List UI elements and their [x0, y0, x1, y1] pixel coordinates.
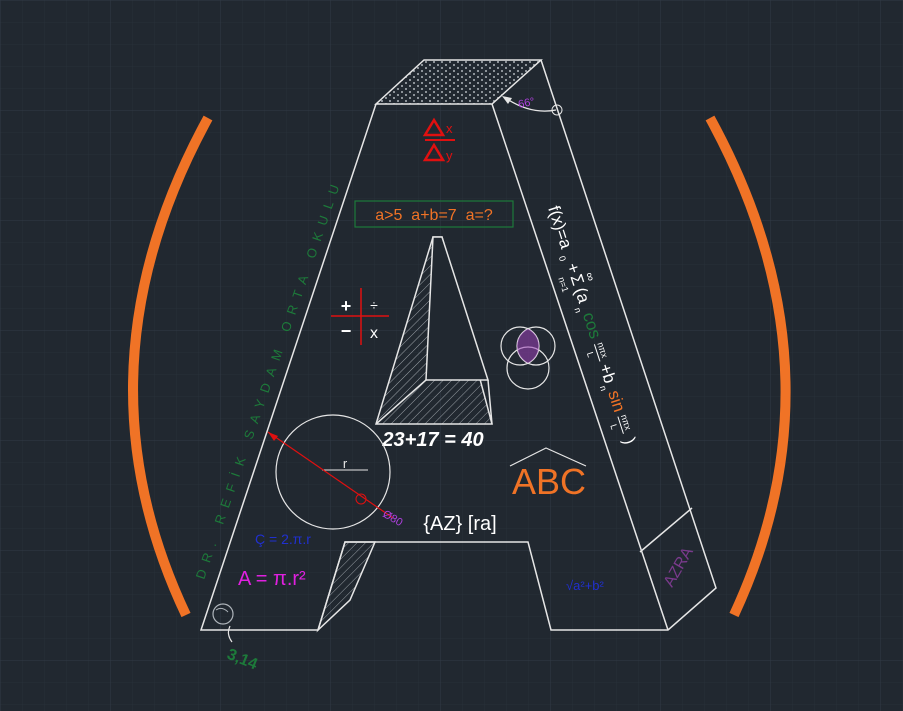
delta-fraction: x y — [422, 117, 455, 163]
right-parenthesis — [705, 115, 791, 618]
delta-y-label: y — [446, 148, 453, 163]
fourier-bn-sub: n — [598, 384, 609, 392]
fourier-n-equals-1: n=1 — [556, 276, 570, 294]
delta-y-icon — [422, 142, 446, 162]
angle-marker: 66° — [502, 96, 563, 116]
fourier-frac-den-1: L — [585, 351, 596, 359]
angle-label: 66° — [517, 96, 536, 111]
radius-label: r — [343, 456, 348, 471]
moon-icon — [212, 603, 234, 643]
fourier-an-sub: n — [573, 306, 584, 314]
area-formula: A = π.r² — [238, 568, 306, 590]
pythagoras-formula: √a²+b² — [566, 578, 605, 593]
plus-symbol: + — [341, 296, 352, 316]
fourier-frac-num-2: nπx — [619, 413, 634, 432]
divide-symbol: ÷ — [370, 297, 378, 313]
inequality-text: a>5 a+b=7 a=? — [375, 207, 493, 224]
sets-label: {AZ} [ra] — [423, 513, 496, 535]
fourier-a0-sub: 0 — [557, 255, 568, 263]
venn-diagram — [500, 326, 556, 390]
delta-x-icon — [422, 117, 446, 137]
delta-x-label: x — [446, 121, 453, 136]
fourier-an: (a — [571, 285, 594, 306]
fourier-frac-den-2: L — [608, 423, 619, 431]
times-symbol: x — [370, 325, 378, 342]
operations-cross: + ÷ − x — [331, 288, 389, 345]
fourier-close: ) — [620, 435, 640, 446]
letter-a-outline — [199, 59, 717, 633]
inequality-box — [354, 200, 514, 228]
circumference-formula: Ç = 2.π.r — [255, 531, 311, 547]
minus-symbol: − — [341, 321, 352, 341]
abc-label: ABC — [512, 461, 586, 502]
abc-arc — [509, 447, 587, 467]
fourier-frac-num-1: nπx — [595, 341, 610, 360]
sum-equation: 23+17 = 40 — [381, 429, 483, 451]
left-parenthesis — [128, 115, 213, 618]
fourier-infinity: ∞ — [582, 270, 598, 282]
